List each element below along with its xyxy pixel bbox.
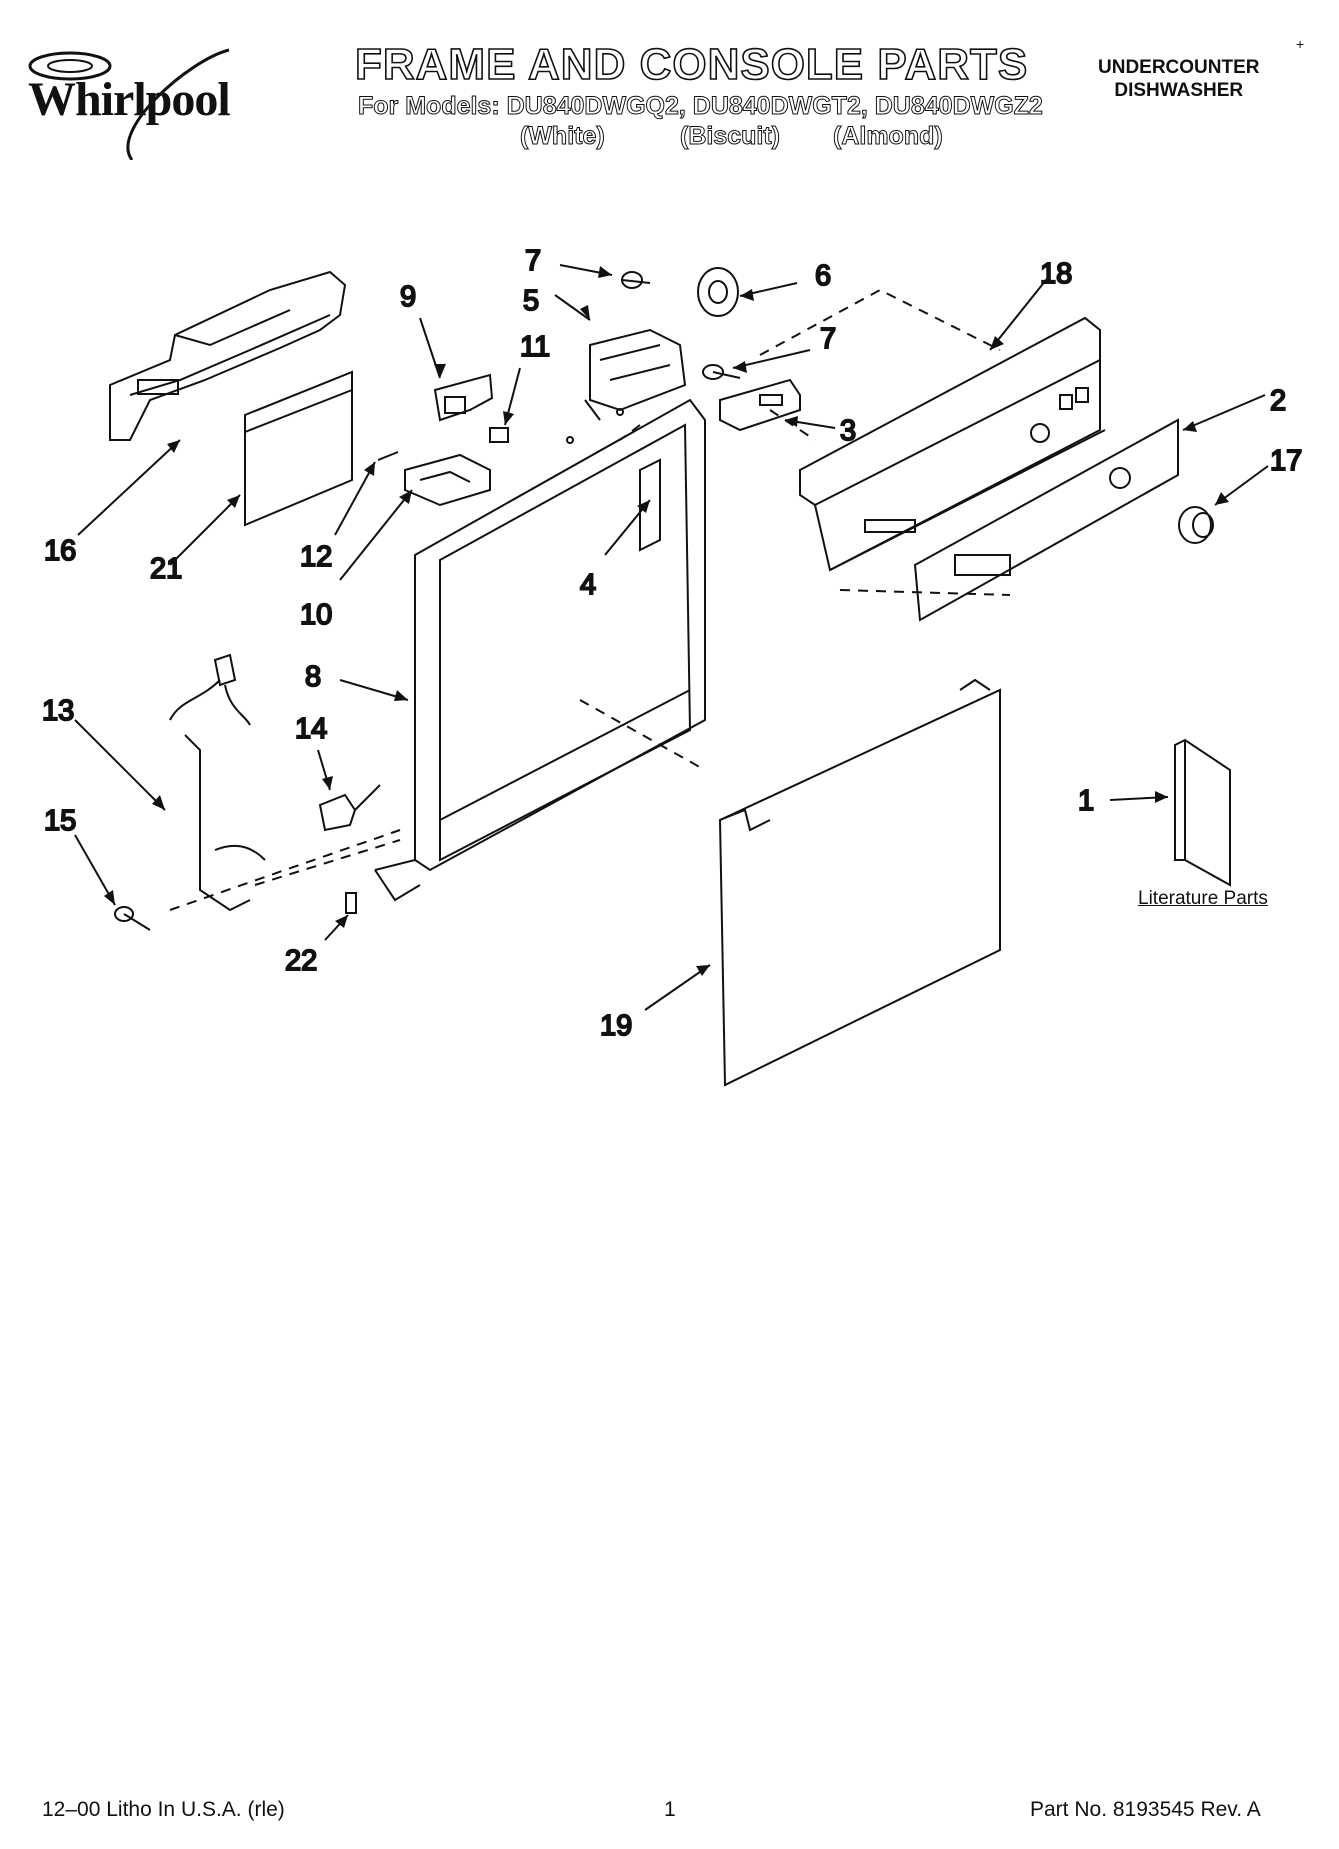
logo-swirl-icon bbox=[28, 48, 230, 160]
callout-8: 8 bbox=[305, 661, 321, 693]
part-17-knob bbox=[1178, 506, 1214, 544]
part-14-sensor bbox=[318, 784, 381, 832]
product-line-2: DISHWASHER bbox=[1114, 80, 1244, 101]
callout-15: 15 bbox=[44, 805, 76, 837]
callout-19: 19 bbox=[600, 1010, 632, 1042]
arrow-heads bbox=[104, 266, 1229, 976]
footer-litho: 12–00 Litho In U.S.A. (rle) bbox=[42, 1798, 285, 1821]
callout-18: 18 bbox=[1040, 258, 1072, 290]
callout-22: 22 bbox=[285, 945, 317, 977]
leader-arrows bbox=[74, 264, 1269, 1011]
callout-3: 3 bbox=[840, 415, 856, 447]
part-1-literature bbox=[1174, 738, 1231, 887]
part-number: Part No. 8193545 Rev. A bbox=[1030, 1798, 1261, 1821]
part-10-bracket bbox=[404, 453, 491, 507]
callout-5: 5 bbox=[523, 285, 539, 317]
literature-parts-label: Literature Parts bbox=[1138, 888, 1268, 909]
callout-7-top: 7 bbox=[525, 245, 541, 277]
part-7-screw-mid bbox=[702, 364, 741, 380]
callout-9: 9 bbox=[400, 281, 416, 313]
part-18-console bbox=[799, 316, 1106, 572]
part-8-frame bbox=[374, 398, 706, 902]
color-label-biscuit: (Biscuit) bbox=[680, 122, 781, 151]
part-2-panel bbox=[913, 418, 1179, 622]
brand-wordmark: Whirlpool bbox=[28, 73, 231, 126]
assembly-lines bbox=[169, 288, 1011, 911]
callout-14: 14 bbox=[295, 713, 327, 745]
part-13-harness bbox=[169, 653, 266, 912]
callout-1: 1 bbox=[1078, 785, 1094, 817]
callout-10: 10 bbox=[300, 599, 332, 631]
callout-21: 21 bbox=[150, 553, 182, 585]
callout-13: 13 bbox=[42, 695, 74, 727]
part-15-screw bbox=[114, 906, 151, 931]
part-3-bracket bbox=[719, 378, 801, 432]
part-7-screw-top bbox=[621, 271, 651, 289]
callout-12: 12 bbox=[300, 541, 332, 573]
callout-11: 11 bbox=[520, 331, 550, 363]
callout-6: 6 bbox=[815, 260, 831, 292]
callout-2: 2 bbox=[1270, 385, 1286, 417]
part-16-housing bbox=[109, 270, 347, 441]
color-label-almond: (Almond) bbox=[833, 122, 944, 151]
callout-16: 16 bbox=[44, 535, 76, 567]
part-6-knob bbox=[697, 267, 739, 317]
corner-mark: + bbox=[1296, 36, 1305, 52]
part-5-control bbox=[584, 328, 687, 421]
callout-7-mid: 7 bbox=[820, 323, 836, 355]
page-number: 1 bbox=[664, 1798, 676, 1821]
color-label-white: (White) bbox=[520, 122, 606, 151]
models-line: For Models: DU840DWGQ2, DU840DWGT2, DU84… bbox=[358, 92, 1044, 121]
callout-4: 4 bbox=[580, 569, 596, 601]
product-type: UNDERCOUNTER DISHWASHER bbox=[1098, 56, 1260, 102]
part-21-plate bbox=[244, 370, 353, 527]
part-19-door bbox=[718, 678, 1001, 1087]
part-9-switch bbox=[433, 373, 494, 422]
page-title: FRAME AND CONSOLE PARTS bbox=[354, 39, 1029, 90]
product-line-1: UNDERCOUNTER bbox=[1098, 57, 1260, 78]
callout-numbers: 7 6 18 9 5 11 7 2 3 17 16 21 12 4 10 8 1… bbox=[41, 244, 1303, 1043]
part-12-pin bbox=[377, 451, 399, 461]
part-22-clip bbox=[345, 892, 357, 914]
part-11-connector bbox=[489, 427, 509, 443]
callout-17: 17 bbox=[1270, 445, 1302, 477]
